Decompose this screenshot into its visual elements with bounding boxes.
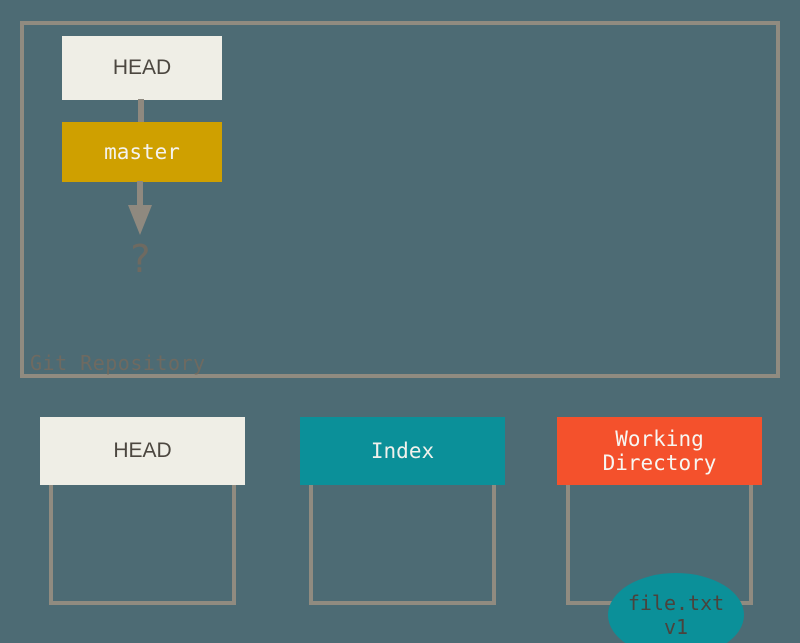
area-index-body <box>309 485 496 605</box>
master-to-commit-arrow-icon <box>122 181 158 237</box>
git-repository-label: Git Repository <box>30 351 206 375</box>
repo-master-branch-node: master <box>62 122 222 182</box>
area-head-header: HEAD <box>40 417 245 485</box>
area-working-directory-header: Working Directory <box>557 417 762 485</box>
unknown-commit-question-mark: ? <box>128 237 152 281</box>
head-to-master-connector <box>138 99 144 123</box>
file-blob-working-directory: file.txt v1 <box>608 573 744 643</box>
git-repository-frame <box>20 21 780 378</box>
area-head-body <box>49 485 236 605</box>
repo-head-node: HEAD <box>62 36 222 100</box>
area-working-directory-body: file.txt v1 <box>566 485 753 643</box>
area-index-header: Index <box>300 417 505 485</box>
